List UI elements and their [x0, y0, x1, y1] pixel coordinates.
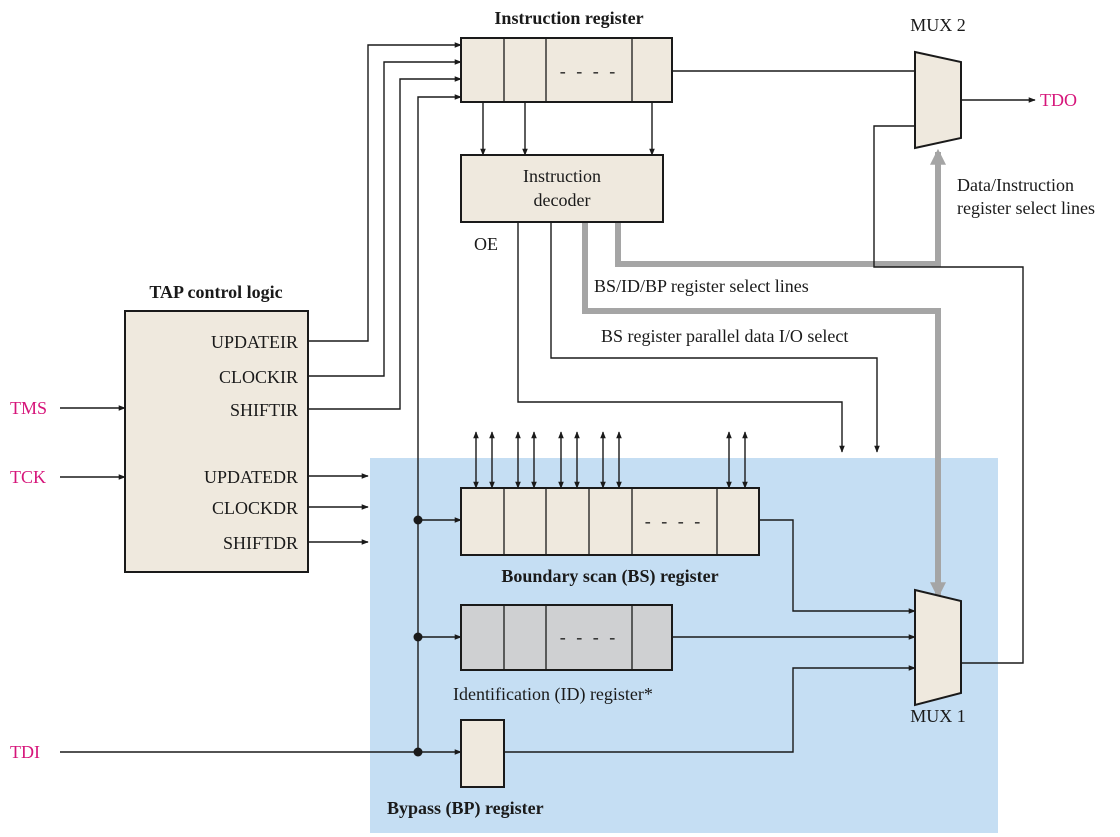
tck-label: TCK [10, 467, 46, 487]
bp-to-mux1-wire [504, 665, 916, 753]
bs-parallel-io-select-label: BS register parallel data I/O select [601, 326, 848, 346]
mux1 [914, 588, 962, 707]
tap-control-logic [124, 310, 309, 573]
mux1-label: MUX 1 [910, 706, 966, 726]
tdi-junction-id [413, 632, 423, 642]
identification-register: - - - - [460, 604, 673, 671]
updateir-label: UPDATEIR [211, 332, 298, 352]
bs-id-bp-select-label: BS/ID/BP register select lines [594, 276, 809, 296]
bs-register-label: Boundary scan (BS) register [501, 566, 718, 587]
updatedr-label: UPDATEDR [204, 467, 298, 487]
instruction-decoder-label-1: Instruction [523, 166, 601, 186]
shiftir-wire [308, 76, 462, 410]
bs-id-bp-select-bus [582, 222, 946, 599]
clockir-label: CLOCKIR [219, 367, 298, 387]
updateir-wire [308, 42, 462, 342]
tms-label: TMS [10, 398, 47, 418]
id-register-label: Identification (ID) register* [453, 684, 653, 705]
data-instruction-select-label-2: register select lines [957, 198, 1095, 218]
bs-parallel-io-control-wire [550, 222, 880, 453]
boundary-scan-register: - - - - [460, 487, 760, 556]
instruction-register: - - - - [460, 37, 673, 103]
oe-control-wire [517, 222, 845, 453]
mux2-label: MUX 2 [910, 15, 966, 35]
instruction-decoder [460, 154, 664, 223]
bypass-register [460, 719, 505, 788]
bs-parallel-io-pins [473, 431, 748, 489]
bs-register-ellipsis: - - - - [645, 511, 703, 531]
tdi-junction-bp [413, 747, 423, 757]
tdo-label: TDO [1040, 90, 1077, 110]
tap-control-logic-label: TAP control logic [149, 282, 282, 302]
bp-register-label: Bypass (BP) register [387, 798, 544, 819]
oe-label: OE [474, 234, 498, 254]
mux1-to-mux2-wire [873, 125, 1024, 664]
tdi-junction-bs [413, 515, 423, 525]
id-register-ellipsis: - - - - [560, 627, 618, 647]
shiftir-label: SHIFTIR [230, 400, 298, 420]
clockdr-label: CLOCKDR [212, 498, 298, 518]
mux2 [914, 50, 962, 150]
shiftdr-label: SHIFTDR [223, 533, 298, 553]
tdi-label: TDI [10, 742, 40, 762]
tdi-to-ir-wire [417, 94, 462, 752]
instruction-register-label: Instruction register [494, 8, 643, 28]
instruction-decoder-label-2: decoder [534, 190, 591, 210]
bs-to-mux1-wire [759, 519, 916, 614]
data-instruction-select-label-1: Data/Instruction [957, 175, 1074, 195]
instruction-register-ellipsis: - - - - [560, 61, 618, 81]
clockir-wire [308, 59, 462, 377]
data-instruction-select-bus [615, 148, 946, 267]
